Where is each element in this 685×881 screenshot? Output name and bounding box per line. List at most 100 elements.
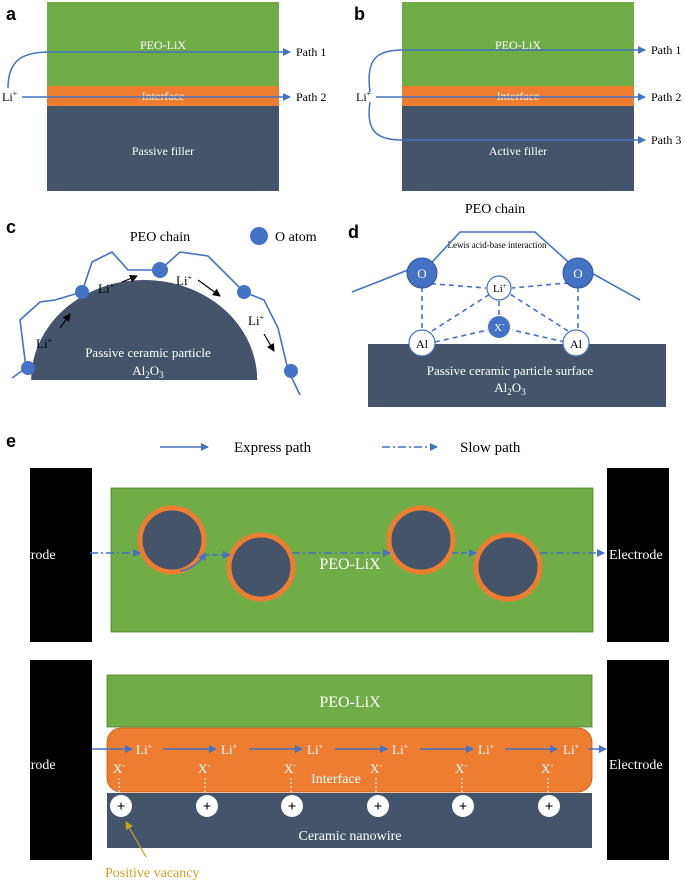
li-ions: Li+ Li+ Li+ Li+ Li+ Li+ <box>136 742 580 757</box>
ceramic-nanowire <box>107 793 592 848</box>
interface-label: Interface <box>311 772 361 787</box>
panel-d: d PEO chain Lewis acid-base interaction … <box>348 202 666 407</box>
o-atom <box>406 257 438 289</box>
ceramic-particles <box>137 505 543 602</box>
interface-layer <box>402 86 634 106</box>
electrode-left-label: Electrode <box>2 758 56 773</box>
slow-path-legend-label: Slow path <box>460 440 521 456</box>
hop-arrow <box>197 279 221 297</box>
peo-chain-title: PEO chain <box>465 202 525 217</box>
li-ion-label: Li+ <box>493 282 507 295</box>
peo-chain-backbone <box>11 251 301 396</box>
surface-formula: Al2O3 <box>494 380 526 397</box>
anion-x-label: X- <box>455 760 467 776</box>
interface-layer <box>47 86 279 106</box>
ceramic-particle <box>473 532 543 602</box>
li-ion-label: Li+ <box>356 89 372 104</box>
panel-d-label: d <box>348 222 359 242</box>
peo-lix-label: PEO-LiX <box>495 38 541 52</box>
electrode-left-label: Electrode <box>2 548 56 563</box>
al-atom <box>562 329 590 357</box>
peo-lix-layer <box>106 674 593 728</box>
particle-formula: Al2O3 <box>132 363 164 380</box>
anion-x-label: X- <box>198 760 210 776</box>
al-atom <box>408 329 436 357</box>
interface-layer <box>106 727 593 793</box>
anion-vacancy-links <box>118 778 549 793</box>
peo-lix-layer <box>402 2 634 86</box>
vacancy-circle <box>196 795 218 817</box>
vacancy-circle <box>110 795 132 817</box>
hop-arrow <box>263 333 275 352</box>
vacancy-circle <box>281 795 303 817</box>
vacancy-symbol: + <box>374 799 383 815</box>
o-atom <box>562 257 594 289</box>
ceramic-nanowire-label: Ceramic nanowire <box>298 829 401 844</box>
anion-x-label: X- <box>370 760 382 776</box>
anion-x-label: X- <box>113 760 125 776</box>
passive-filler-layer <box>47 106 279 191</box>
o-atom <box>21 361 35 375</box>
panel-b: b PEO-LiX Interface Active filler Li+ Pa… <box>354 2 681 191</box>
o-atom-label: O <box>573 266 582 281</box>
hop-arrow <box>121 274 138 283</box>
al-atom-label: Al <box>570 337 583 351</box>
e-bottom-schematic: PEO-LiX Interface Ceramic nanowire Elect… <box>2 660 669 881</box>
anion-x-label: X- <box>541 760 553 776</box>
panel-a-label: a <box>6 4 17 24</box>
vacancy-symbol: + <box>117 799 126 815</box>
panel-e-label: e <box>6 431 16 451</box>
li-ion <box>486 275 512 301</box>
interface-label: Interface <box>142 89 185 103</box>
electrode-left <box>30 660 92 860</box>
express-path-legend-label: Express path <box>234 440 312 456</box>
li-ion-label: Li+ <box>248 313 265 328</box>
path-1-label: Path 1 <box>651 43 681 57</box>
electrode-left <box>30 468 92 642</box>
electrode-right <box>607 660 669 860</box>
vacancy-symbol: + <box>203 799 212 815</box>
o-atom-legend-label: O atom <box>275 230 317 245</box>
path-1-arrow <box>7 48 291 89</box>
anions: X- X- X- X- X- X- <box>113 760 553 776</box>
lewis-interaction-label: Lewis acid-base interaction <box>448 240 547 250</box>
hop-arrow <box>59 313 71 329</box>
peo-lix-label: PEO-LiX <box>319 694 381 711</box>
panel-a: a PEO-LiX Interface Passive filler Li+ P… <box>2 2 326 191</box>
e-top-schematic: Electrode Electrode PEO-LiX <box>2 468 669 642</box>
li-ion-label: Li+ <box>392 742 409 757</box>
li-ion-label: Li+ <box>36 336 53 351</box>
vacancy-circle <box>538 795 560 817</box>
o-atom <box>75 285 89 299</box>
o-atom-legend-icon <box>250 227 268 245</box>
o-atom <box>152 262 168 278</box>
vacancy-circle <box>367 795 389 817</box>
li-ion-label: Li+ <box>176 273 193 288</box>
path-1-label: Path 1 <box>296 45 326 59</box>
anion-x-label: X- <box>494 320 505 334</box>
li-ion-label: Li+ <box>478 742 495 757</box>
interface-label: Interface <box>497 89 540 103</box>
positive-vacancy-label: Positive vacancy <box>105 866 199 881</box>
vacancy-circle <box>452 795 474 817</box>
active-filler-label: Active filler <box>489 144 547 158</box>
passive-ceramic-particle <box>31 280 258 380</box>
path-3-label: Path 3 <box>651 133 681 147</box>
electrode-right-label: Electrode <box>609 548 663 563</box>
ceramic-particle <box>137 505 207 575</box>
particle-name: Passive ceramic particle <box>85 345 211 360</box>
panel-c: c PEO chain O atom Passive ceramic parti… <box>6 217 317 396</box>
surface-name: Passive ceramic particle surface <box>427 363 594 378</box>
peo-lix-label: PEO-LiX <box>319 556 381 573</box>
li-ion-label: Li+ <box>307 742 324 757</box>
li-ion-label: Li+ <box>221 742 238 757</box>
vacancy-symbol: + <box>459 799 468 815</box>
path-2-label: Path 2 <box>651 90 681 104</box>
anion-x <box>488 316 510 338</box>
o-atom <box>237 285 251 299</box>
o-atom-label: O <box>417 266 426 281</box>
o-atom <box>284 364 298 378</box>
path-2-label: Path 2 <box>296 90 326 104</box>
active-filler-layer <box>402 106 634 191</box>
